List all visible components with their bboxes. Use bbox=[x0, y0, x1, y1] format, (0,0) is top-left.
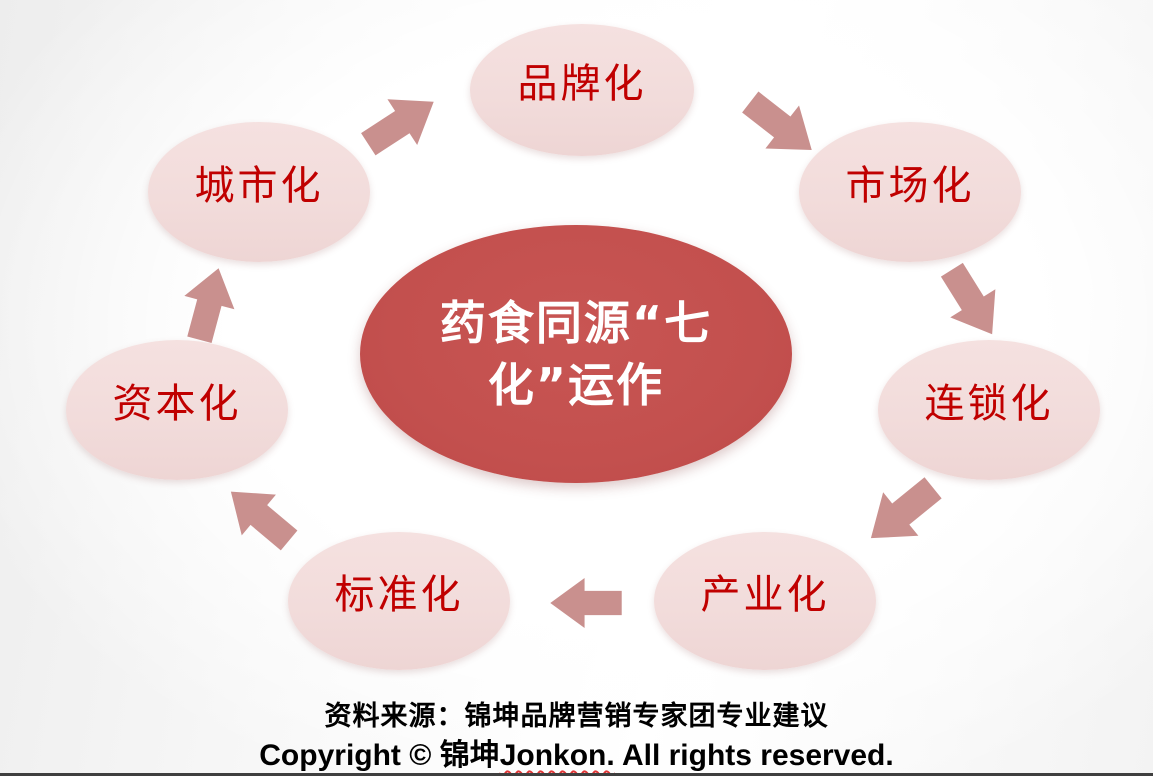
center-title-line2: 化”运作 bbox=[487, 358, 665, 412]
node-capitalization-label: 资本化 bbox=[112, 381, 242, 427]
node-industrialization: 产业化 bbox=[654, 532, 876, 670]
arrow-industrialization-to-standardization-icon bbox=[550, 578, 622, 628]
node-chain: 连锁化 bbox=[878, 340, 1100, 480]
node-branding-label: 品牌化 bbox=[517, 61, 647, 107]
node-chain-label: 连锁化 bbox=[924, 381, 1054, 427]
node-industrialization-label: 产业化 bbox=[700, 572, 830, 618]
center-title-line1: 药食同源“七 bbox=[439, 295, 713, 350]
node-standardization-label: 标准化 bbox=[334, 572, 464, 618]
arrow-chain-to-industrialization-icon bbox=[853, 465, 952, 560]
center-ellipse: 药食同源“七 化”运作 bbox=[360, 225, 792, 483]
copyright-suffix: All rights reserved. bbox=[614, 739, 894, 772]
center-title: 药食同源“七 化”运作 bbox=[440, 292, 712, 416]
footer-source-line: 资料来源：锦坤品牌营销专家团专业建议 bbox=[324, 701, 829, 732]
node-branding: 品牌化 bbox=[470, 24, 694, 156]
arrow-branding-to-marketization-icon bbox=[733, 80, 829, 172]
bottom-divider bbox=[0, 773, 1153, 776]
node-capitalization: 资本化 bbox=[66, 340, 288, 480]
copyright-prefix: Copyright © 锦坤 bbox=[259, 739, 500, 772]
node-urbanization: 城市化 bbox=[148, 122, 370, 262]
node-standardization: 标准化 bbox=[288, 532, 510, 670]
arrow-standardization-to-capitalization-icon bbox=[213, 470, 307, 562]
node-marketization: 市场化 bbox=[799, 122, 1021, 262]
node-urbanization-label: 城市化 bbox=[194, 163, 324, 209]
arrow-capitalization-to-urbanization-icon bbox=[171, 261, 246, 347]
footer-copyright-line: Copyright © 锦坤Jonkon. All rights reserve… bbox=[0, 730, 1153, 774]
node-marketization-label: 市场化 bbox=[845, 163, 975, 209]
arrow-marketization-to-chain-icon bbox=[928, 255, 1016, 349]
copyright-brand: Jonkon. bbox=[499, 739, 615, 772]
arrow-urbanization-to-branding-icon bbox=[353, 78, 449, 167]
